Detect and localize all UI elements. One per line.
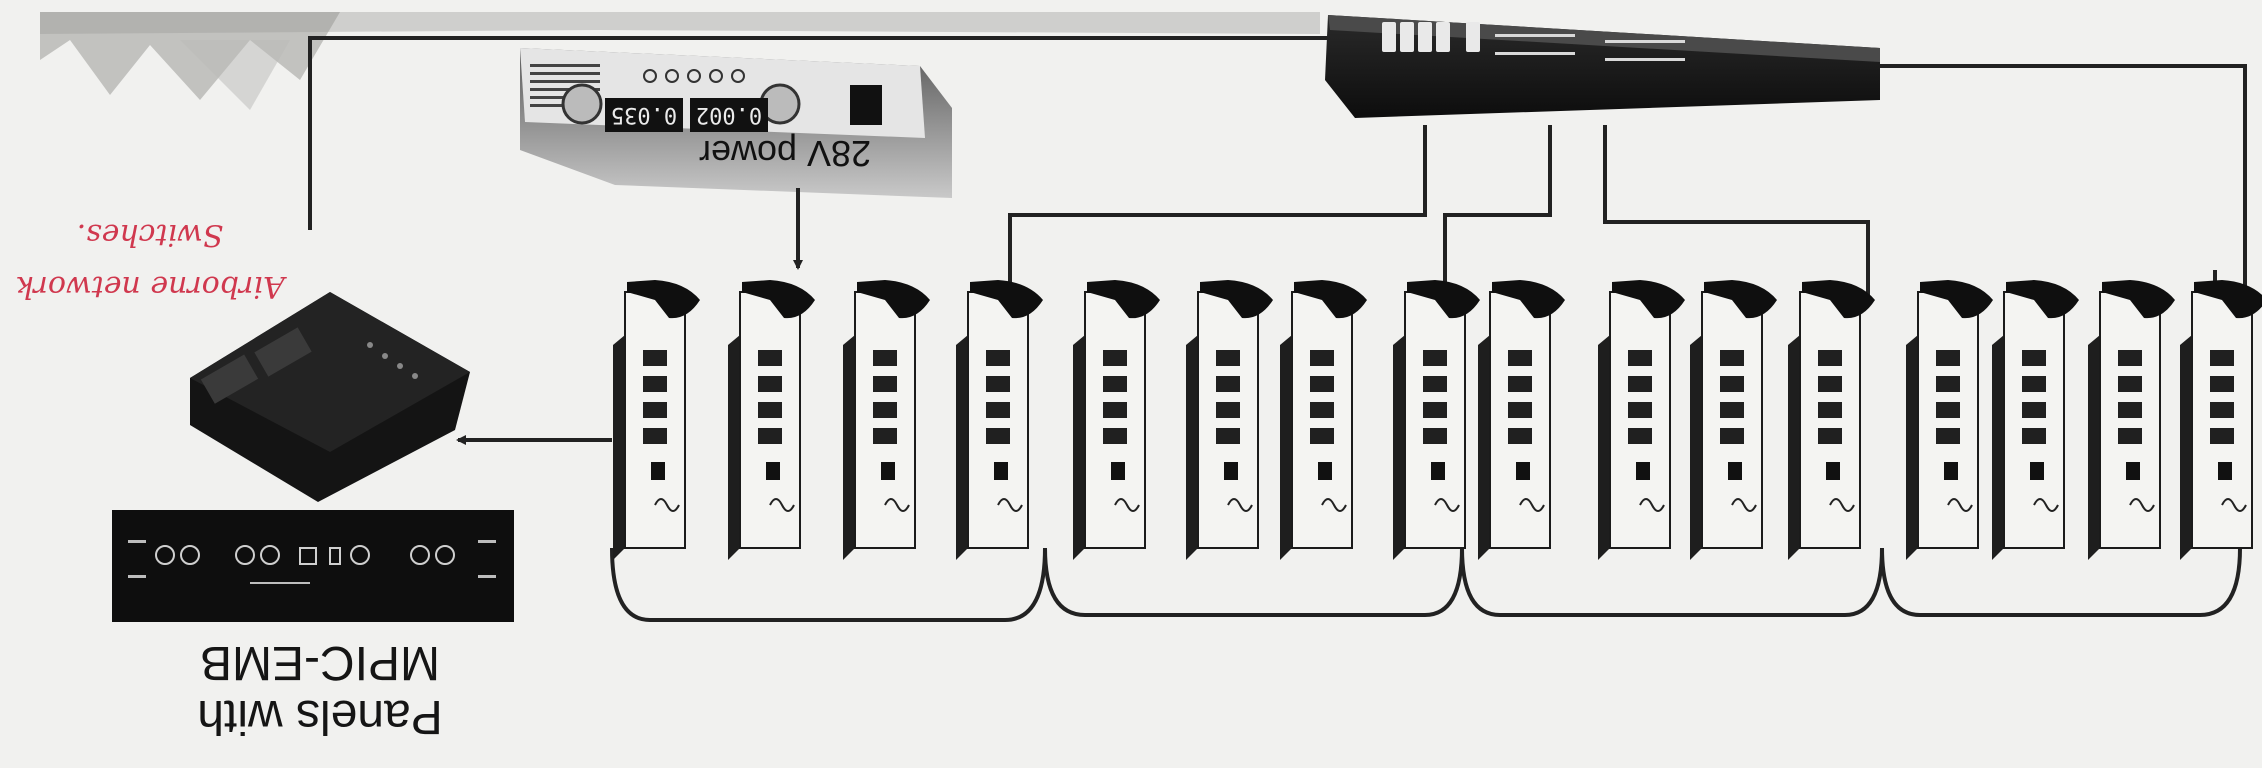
- panels-label-line-2: MPIC-EMB: [200, 636, 440, 689]
- mpic-module: [1478, 280, 1565, 560]
- mpic-module: [1992, 280, 2079, 560]
- handwritten-note-line-2: Switches.: [76, 217, 224, 252]
- front-panel: [112, 510, 514, 622]
- mpic-module: [1690, 280, 1777, 560]
- mpic-module: [1598, 280, 1685, 560]
- mpic-module: [613, 280, 700, 560]
- mpic-module: [1280, 280, 1367, 560]
- mpic-module: [2088, 280, 2175, 560]
- mpic-module: [1393, 280, 1480, 560]
- airborne-network-box: [190, 292, 470, 502]
- handwritten-note: Airborne network Switches.: [10, 208, 290, 312]
- panels-label: Panels with MPIC-EMB: [175, 635, 465, 743]
- network-switch: [1325, 15, 1880, 118]
- display-readout-left: 0.035: [611, 102, 677, 127]
- group-brackets: [610, 547, 2242, 622]
- module-row: [613, 280, 2262, 560]
- background-texture: [40, 12, 1320, 110]
- mpic-module: [1788, 280, 1875, 560]
- network-cables: [308, 36, 2247, 310]
- power-supply: 0.035 0.002: [520, 48, 952, 198]
- mpic-module: [728, 280, 815, 560]
- mpic-module: [2180, 280, 2262, 560]
- mpic-module: [1906, 280, 1993, 560]
- handwritten-note-line-1: Airborne network: [15, 269, 285, 304]
- mpic-module: [1186, 280, 1273, 560]
- mpic-module: [1073, 280, 1160, 560]
- panels-label-line-1: Panels with: [197, 690, 443, 743]
- mpic-module: [956, 280, 1043, 560]
- display-readout-right: 0.002: [696, 102, 762, 127]
- power-supply-label: 28V power: [698, 133, 872, 174]
- mpic-module: [843, 280, 930, 560]
